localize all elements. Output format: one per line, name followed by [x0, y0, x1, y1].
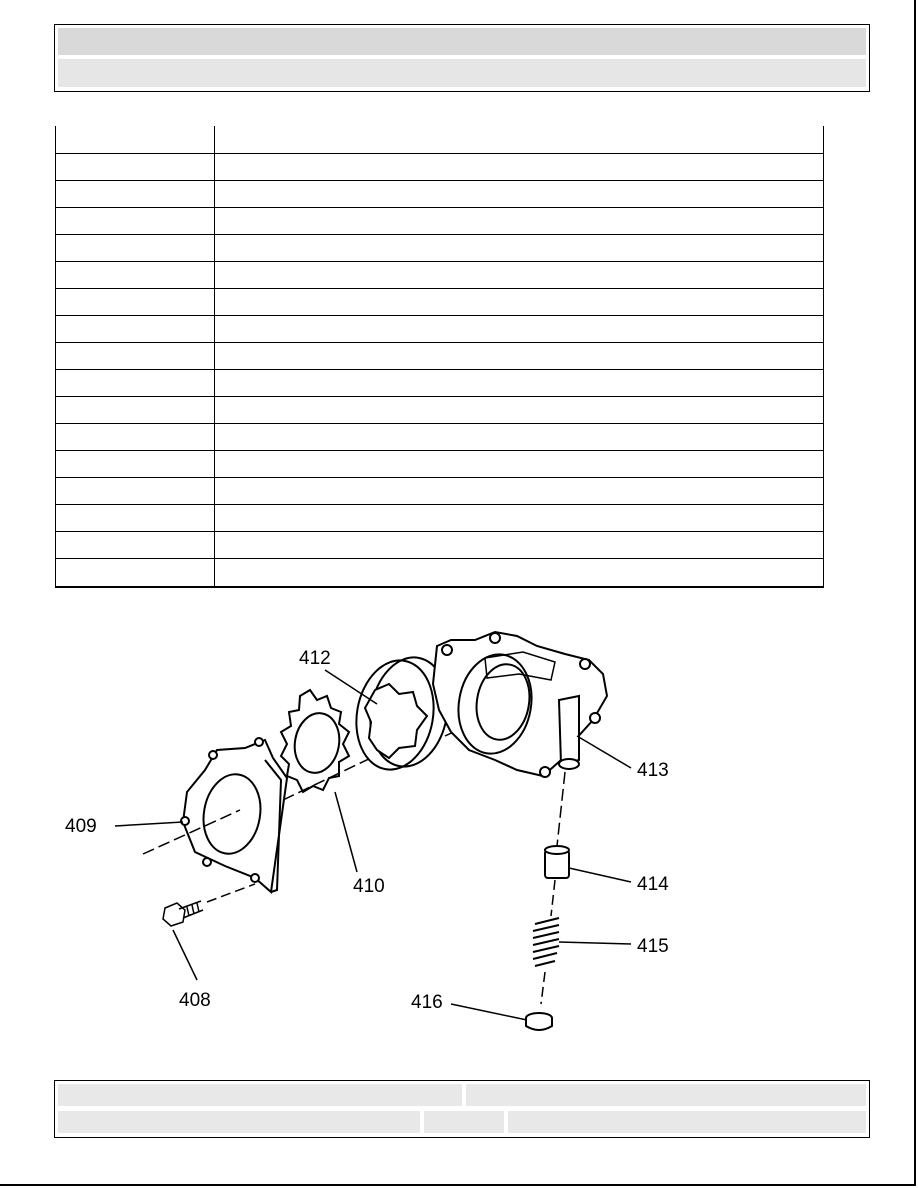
table-row	[56, 234, 823, 235]
callout-416: 416	[411, 992, 443, 1013]
callout-408: 408	[179, 990, 211, 1011]
table-row	[56, 369, 823, 370]
table-row	[56, 207, 823, 208]
footer-cell	[58, 1111, 420, 1133]
footer-cell	[58, 1084, 462, 1106]
footer-cell	[466, 1084, 866, 1106]
header-subtitle-bar	[58, 59, 866, 87]
document-footer	[54, 1080, 870, 1138]
pump-body-413	[431, 630, 609, 778]
callout-413: 413	[637, 760, 669, 781]
header-title-bar	[58, 28, 866, 55]
table-row	[56, 477, 823, 478]
table-row	[56, 558, 823, 559]
table-row	[56, 450, 823, 451]
callout-409: 409	[65, 816, 97, 837]
bolt-408	[162, 883, 256, 927]
table-row	[56, 396, 823, 397]
table-row	[56, 531, 823, 532]
column-divider	[214, 126, 215, 586]
table-row	[56, 315, 823, 316]
footer-cell	[424, 1111, 504, 1133]
inner-gear-410	[279, 688, 376, 801]
table-row	[56, 153, 823, 154]
table-row	[56, 423, 823, 424]
footer-cell	[508, 1111, 866, 1133]
table-row	[56, 288, 823, 289]
callout-412: 412	[299, 648, 331, 669]
callout-410: 410	[353, 876, 385, 897]
oil-pump-exploded-diagram: 408 409 410 412 413 414 415 416	[65, 630, 669, 1031]
table-row	[56, 342, 823, 343]
table-row	[56, 504, 823, 505]
callout-415: 415	[637, 936, 669, 957]
document-header	[54, 24, 870, 92]
valve-parts	[525, 771, 570, 1031]
outer-gear-412	[355, 656, 506, 771]
table-row	[56, 180, 823, 181]
callout-414: 414	[637, 874, 669, 895]
pump-cover-409	[142, 737, 289, 894]
parts-table	[55, 126, 824, 588]
table-row	[56, 261, 823, 262]
